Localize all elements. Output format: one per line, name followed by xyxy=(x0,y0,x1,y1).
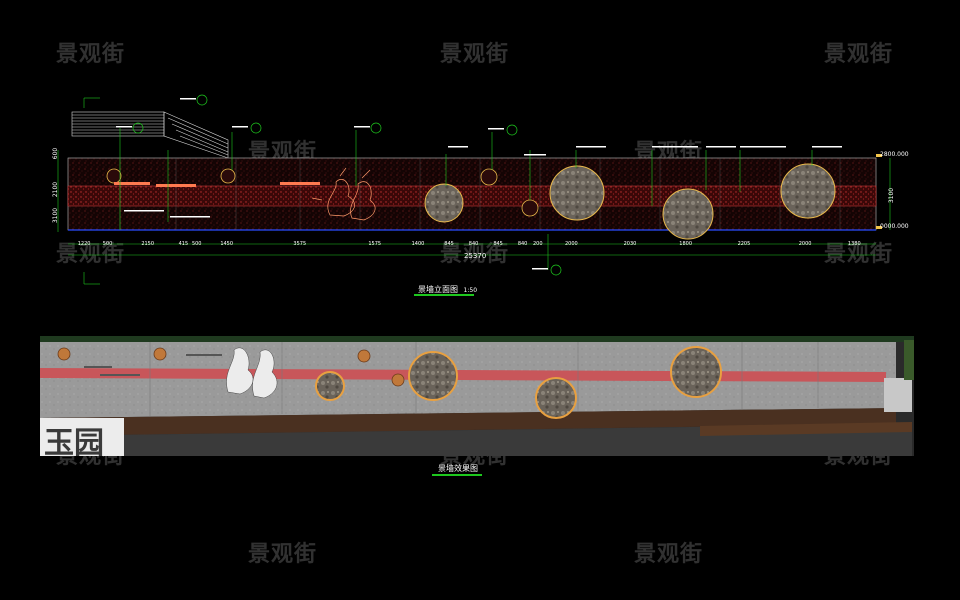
stone-circle xyxy=(549,165,605,221)
level-top: 2800.000 xyxy=(880,151,909,158)
dimension-value: 1800 xyxy=(679,241,693,247)
render-medallion xyxy=(153,347,167,361)
level-bottom: 0000.000 xyxy=(880,223,909,230)
render-stone-circle xyxy=(670,346,722,398)
elevation-scale: 1:50 xyxy=(463,287,478,294)
render-stone-circle xyxy=(535,377,577,419)
dimension-value: 2000 xyxy=(564,241,578,247)
stone-circle xyxy=(780,163,836,219)
dimension-value: 1380 xyxy=(847,241,861,247)
dimension-value: 1400 xyxy=(411,241,425,247)
render-medallion xyxy=(357,349,371,363)
dimension-value: 845 xyxy=(444,241,454,247)
dimension-value: 1575 xyxy=(368,241,382,247)
dimension-value: 3575 xyxy=(293,241,307,247)
rendering-title-underline xyxy=(432,474,482,476)
figure-relief xyxy=(311,167,376,221)
stone-circle xyxy=(424,183,464,223)
dimension-value: 840 xyxy=(468,241,479,247)
render-medallion xyxy=(391,373,405,387)
dimension-value: 2205 xyxy=(737,241,751,247)
elevation-title-underline xyxy=(414,294,474,296)
total-dimension: 25370 xyxy=(464,252,487,260)
dimension-value: 200 xyxy=(532,241,543,247)
dimension-value: 840 xyxy=(517,241,528,247)
dimension-value: 1220 xyxy=(77,241,91,247)
small-medallion xyxy=(220,168,236,184)
elevation-title: 景墙立面图 1:50 xyxy=(418,284,477,295)
render-stone-circle xyxy=(315,371,345,401)
dimension-value: 2150 xyxy=(141,241,155,247)
dimension-value: 1450 xyxy=(220,241,234,247)
dimension-value: 845 xyxy=(493,241,503,247)
render-figure-relief xyxy=(226,347,278,399)
stone-circle xyxy=(662,188,714,240)
dimension-value: 500 xyxy=(191,241,202,247)
rendering-title: 景墙效果图 xyxy=(438,464,478,473)
elevation-title-text: 景墙立面图 xyxy=(418,285,458,294)
dimension-value: 2000 xyxy=(798,241,812,247)
dimension-value: 415 xyxy=(178,241,189,247)
render-stone-circle xyxy=(408,351,458,401)
dimension-value: 500 xyxy=(102,241,113,247)
render-medallion xyxy=(57,347,71,361)
dimension-value: 2030 xyxy=(623,241,637,247)
sign-text: 玉园 xyxy=(44,426,104,461)
small-medallion xyxy=(480,168,498,186)
